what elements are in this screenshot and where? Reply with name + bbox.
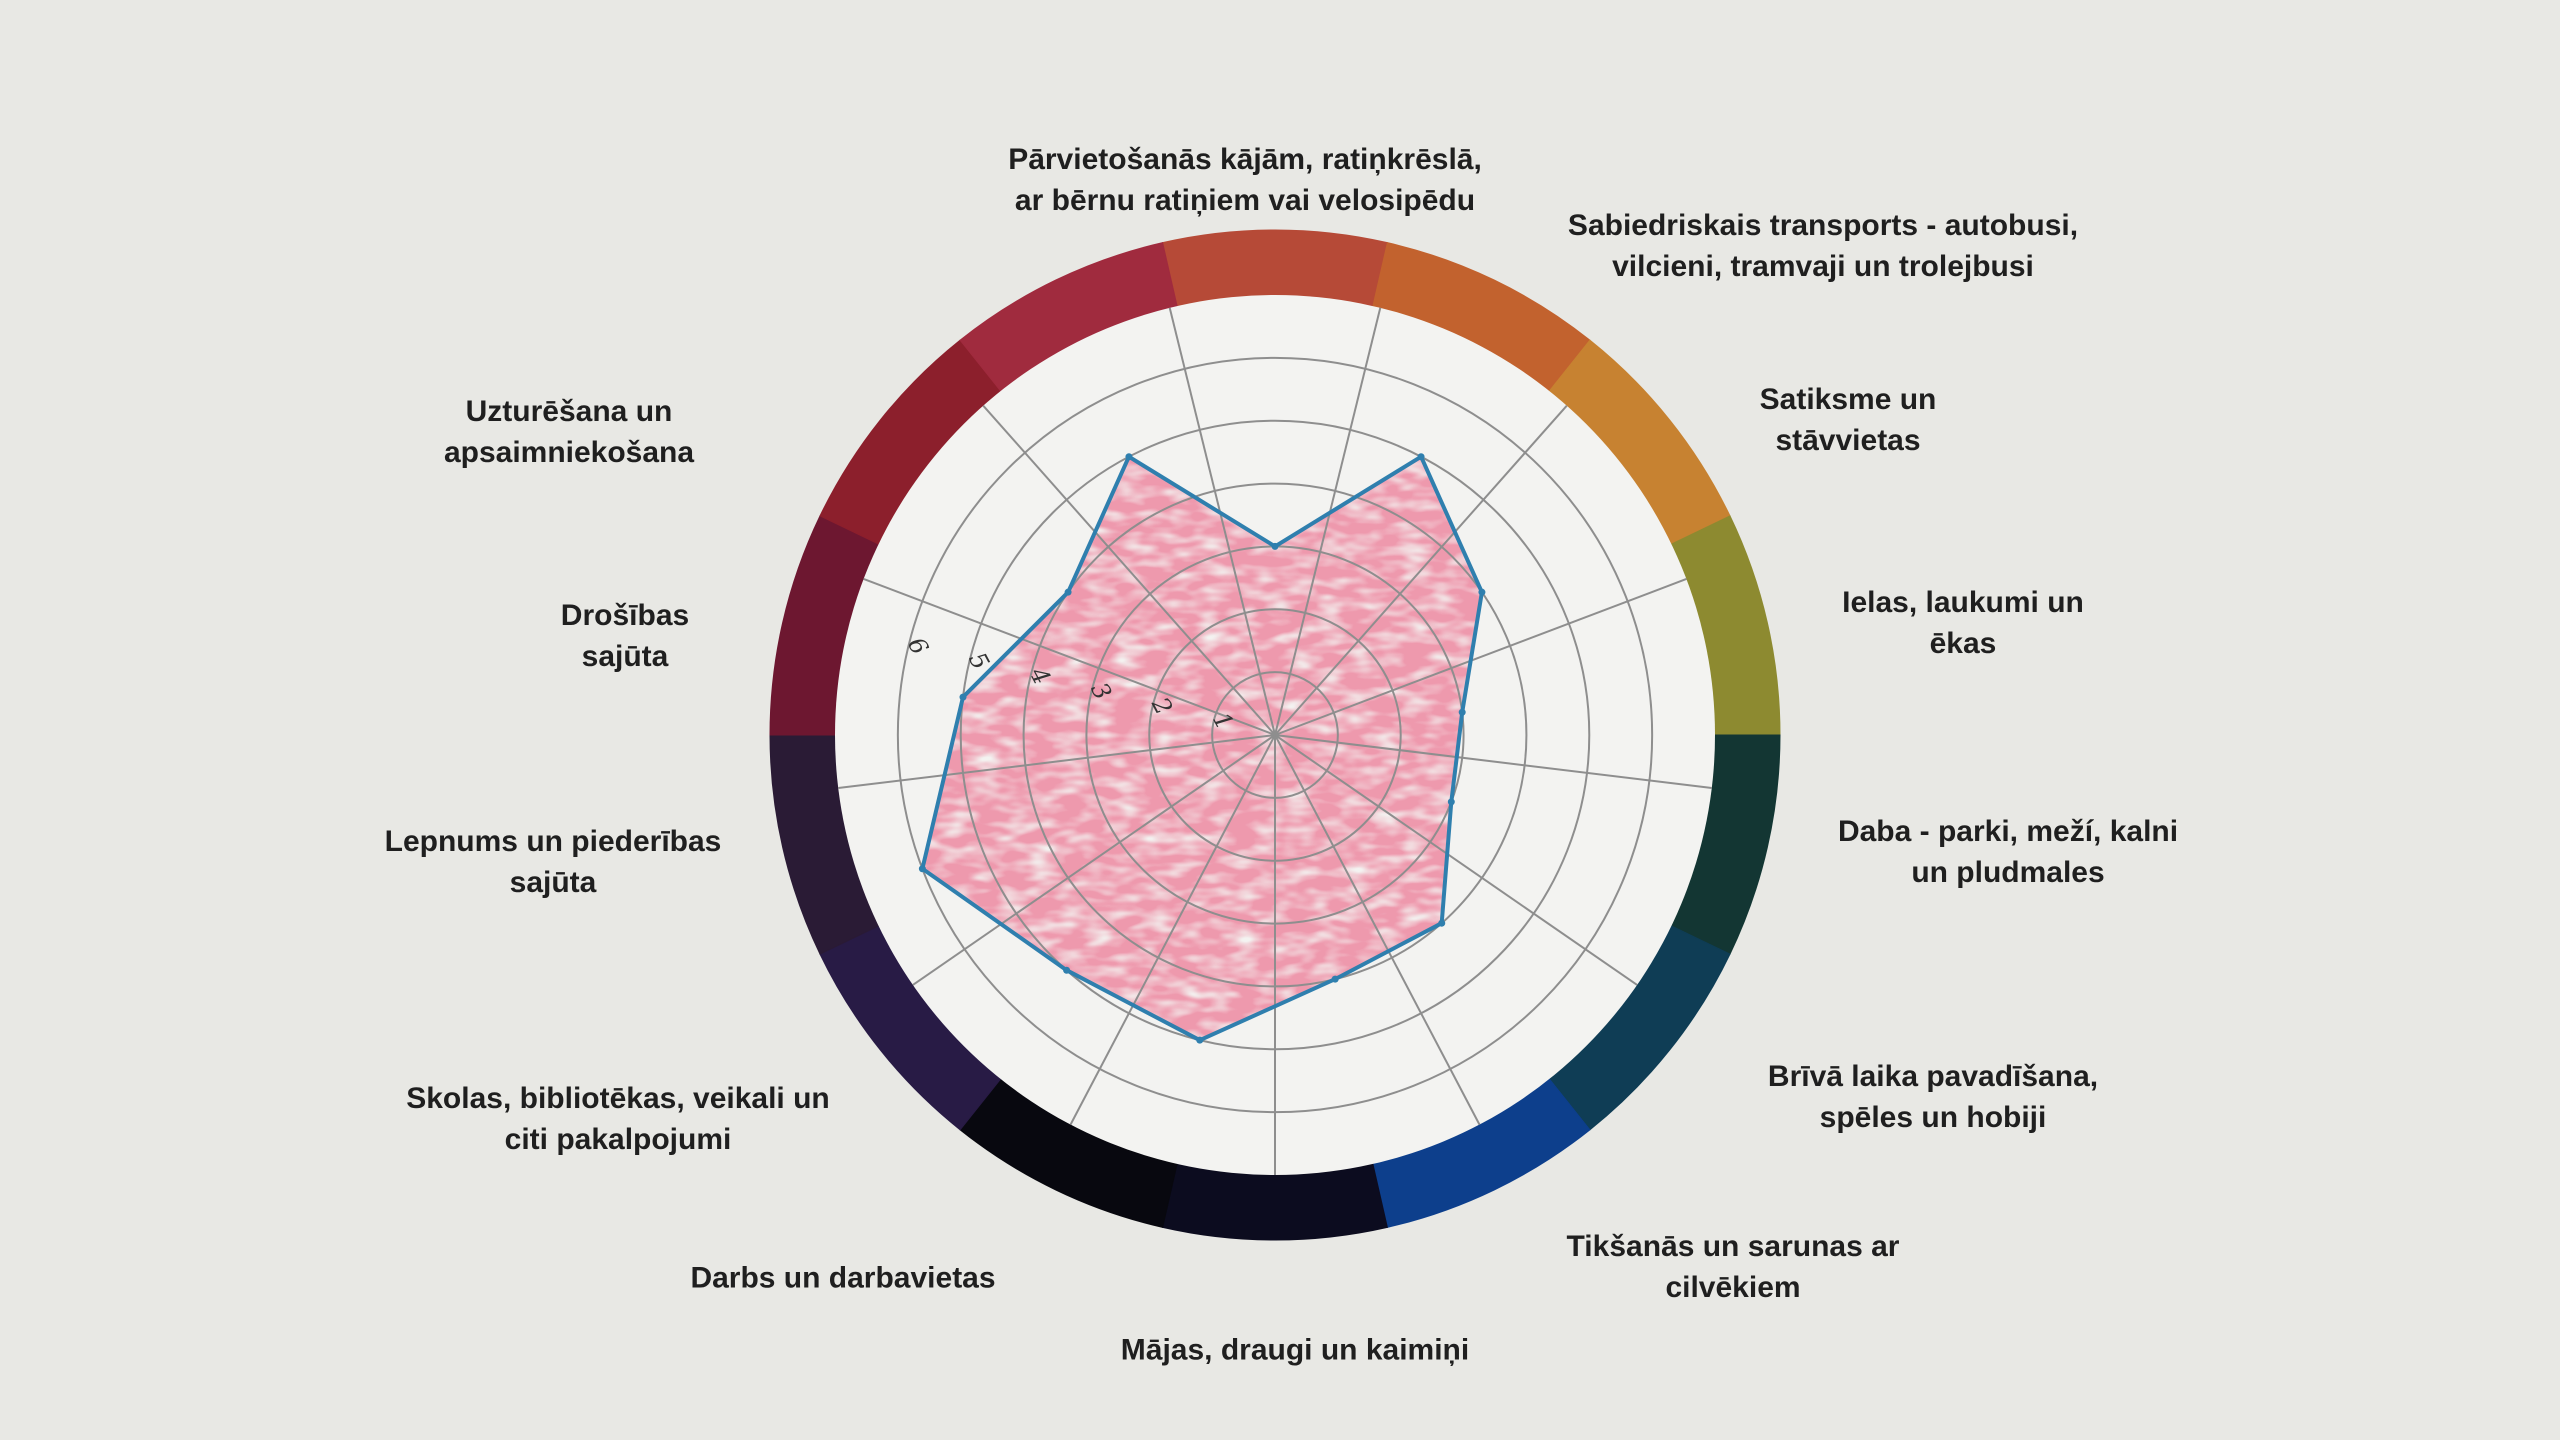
category-label: Darbs un darbavietas: [690, 1258, 995, 1299]
ring-segment: [1162, 1163, 1388, 1241]
data-point: [1331, 975, 1339, 983]
data-point: [1438, 919, 1446, 927]
data-point: [1458, 708, 1466, 716]
grid-spoke: [1274, 734, 1481, 1126]
category-label-line: sajūta: [509, 866, 597, 899]
data-point: [1125, 453, 1133, 461]
category-label-line: Brīvā laika pavadīšana,: [1767, 1060, 2099, 1093]
category-label: Sabiedriskais transports - autobusi, vilc…: [1568, 205, 2078, 287]
category-label-line: Satiksme un: [1759, 383, 1937, 416]
category-label-line: Lepnums un piederības: [384, 825, 722, 858]
category-label-line: Uzturēšana un: [465, 395, 673, 428]
category-label-line: spēles un hobiji: [1819, 1101, 2047, 1134]
data-point: [1271, 542, 1279, 550]
grid-spoke: [1168, 307, 1276, 736]
category-label: Lepnums un piederības sajūta: [385, 821, 722, 903]
category-label-line: apsaimniekošana: [443, 436, 695, 469]
category-label: Satiksme un stāvvietas: [1760, 379, 1937, 461]
category-label-line: Ielas, laukumi un: [1842, 586, 2084, 619]
category-label-line: un pludmales: [1911, 856, 2105, 889]
category-label-line: stāvvietas: [1775, 424, 1921, 457]
category-label-line: vilcieni, tramvaji un trolejbusi: [1612, 250, 2034, 283]
category-label-line: sajūta: [581, 640, 669, 673]
data-point: [1064, 588, 1072, 596]
grid-spoke: [1069, 734, 1276, 1126]
category-label-line: Tikšanās un sarunas ar: [1566, 1230, 1900, 1263]
category-label-line: Mājas, draugi un kaimiņi: [1120, 1333, 1470, 1367]
data-outline: [920, 454, 1484, 1043]
category-label-line: Darbs un darbavietas: [690, 1261, 996, 1295]
data-point: [918, 865, 926, 873]
category-label-line: Drošības: [560, 599, 690, 632]
grid-spoke: [1274, 307, 1382, 736]
category-label-line: ar bērnu ratiņiem vai velosipēdu: [1014, 184, 1476, 217]
grid-spoke: [912, 734, 1276, 986]
category-label-line: Skolas, bibliotēkas, veikali un: [406, 1082, 830, 1115]
grid-spoke: [1274, 404, 1568, 736]
grid-spoke: [838, 734, 1276, 790]
category-label: Pārvietošanās kājām, ratiņkrēslā, ar bērn…: [1008, 139, 1482, 221]
grid-spoke: [863, 578, 1276, 736]
grid-spoke: [982, 404, 1276, 736]
data-point: [1478, 588, 1486, 596]
category-label-line: Sabiedriskais transports - autobusi,: [1567, 209, 2079, 242]
category-label-line: Daba - parki, meží, kalni: [1837, 815, 2179, 848]
category-label: Uzturēšana un apsaimniekošana: [444, 391, 694, 473]
category-label: Ielas, laukumi un ēkas: [1842, 582, 2084, 664]
category-label-line: ēkas: [1929, 627, 1997, 660]
data-point: [1063, 966, 1071, 974]
category-label: Mājas, draugi un kaimiņi: [1121, 1330, 1469, 1371]
data-point: [1417, 453, 1425, 461]
data-point: [959, 693, 967, 701]
grid-spoke: [1274, 578, 1687, 736]
category-label: Tikšanās un sarunas ar cilvēkiem: [1567, 1226, 1900, 1308]
category-label-line: citi pakalpojumi: [504, 1123, 732, 1156]
category-label: Skolas, bibliotēkas, veikali un citi paka…: [406, 1078, 830, 1160]
grid-spoke: [1274, 734, 1712, 790]
ring-segment: [1162, 229, 1388, 307]
grid-spoke: [1274, 734, 1638, 986]
data-point: [1196, 1036, 1204, 1044]
category-label: Daba - parki, meží, kalni un pludmales: [1838, 811, 2178, 893]
data-point: [1447, 798, 1455, 806]
category-label: Drošības sajūta: [561, 595, 689, 677]
category-label: Brīvā laika pavadīšana, spēles un hobiji: [1768, 1056, 2098, 1138]
category-label-line: cilvēkiem: [1665, 1271, 1801, 1304]
category-label-line: Pārvietošanās kājām, ratiņkrēslā,: [1008, 143, 1482, 176]
